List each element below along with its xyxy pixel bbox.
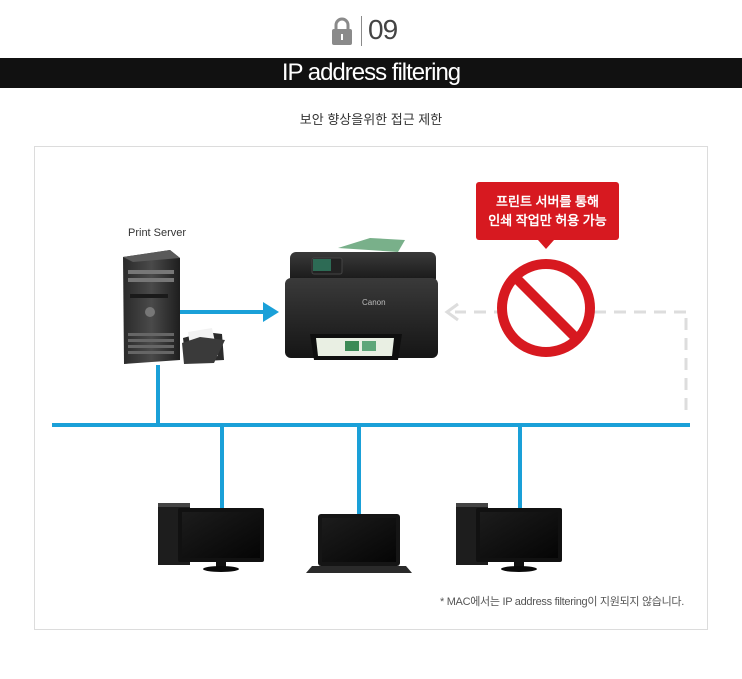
callout-tail <box>538 240 554 249</box>
callout-box: 프린트 서버를 통해 인쇄 작업만 허용 가능 <box>476 182 619 240</box>
arrow-head <box>263 302 279 322</box>
page-subtitle: 보안 향상을위한 접근 제한 <box>299 112 443 127</box>
server-label: Print Server <box>128 227 187 239</box>
section-number: 09 <box>368 14 398 45</box>
header-separator <box>361 16 362 46</box>
blocked-path <box>455 310 688 410</box>
network-lines <box>52 302 690 515</box>
prohibited-icon <box>497 259 595 357</box>
printer-icon: Canon <box>285 238 438 360</box>
lock-icon <box>332 17 352 45</box>
page-title: IP address filtering <box>0 58 742 88</box>
laptop-icon <box>306 514 412 573</box>
server-icon <box>123 250 180 364</box>
monitor-icon <box>158 503 264 572</box>
callout-line-2: 인쇄 작업만 허용 가능 <box>488 213 607 228</box>
callout-line-1: 프린트 서버를 통해 <box>496 194 599 209</box>
blocked-arrow-head <box>444 302 459 322</box>
printer-brand: Canon <box>362 298 386 307</box>
footnote: * MAC에서는 IP address filtering이 지원되지 않습니다… <box>439 596 684 608</box>
monitor-icon <box>456 503 562 572</box>
diagram-panel <box>34 146 708 630</box>
folder-icon <box>182 328 225 364</box>
header: 09 IP address filtering 보안 향상을위한 접근 제한 <box>0 0 742 127</box>
